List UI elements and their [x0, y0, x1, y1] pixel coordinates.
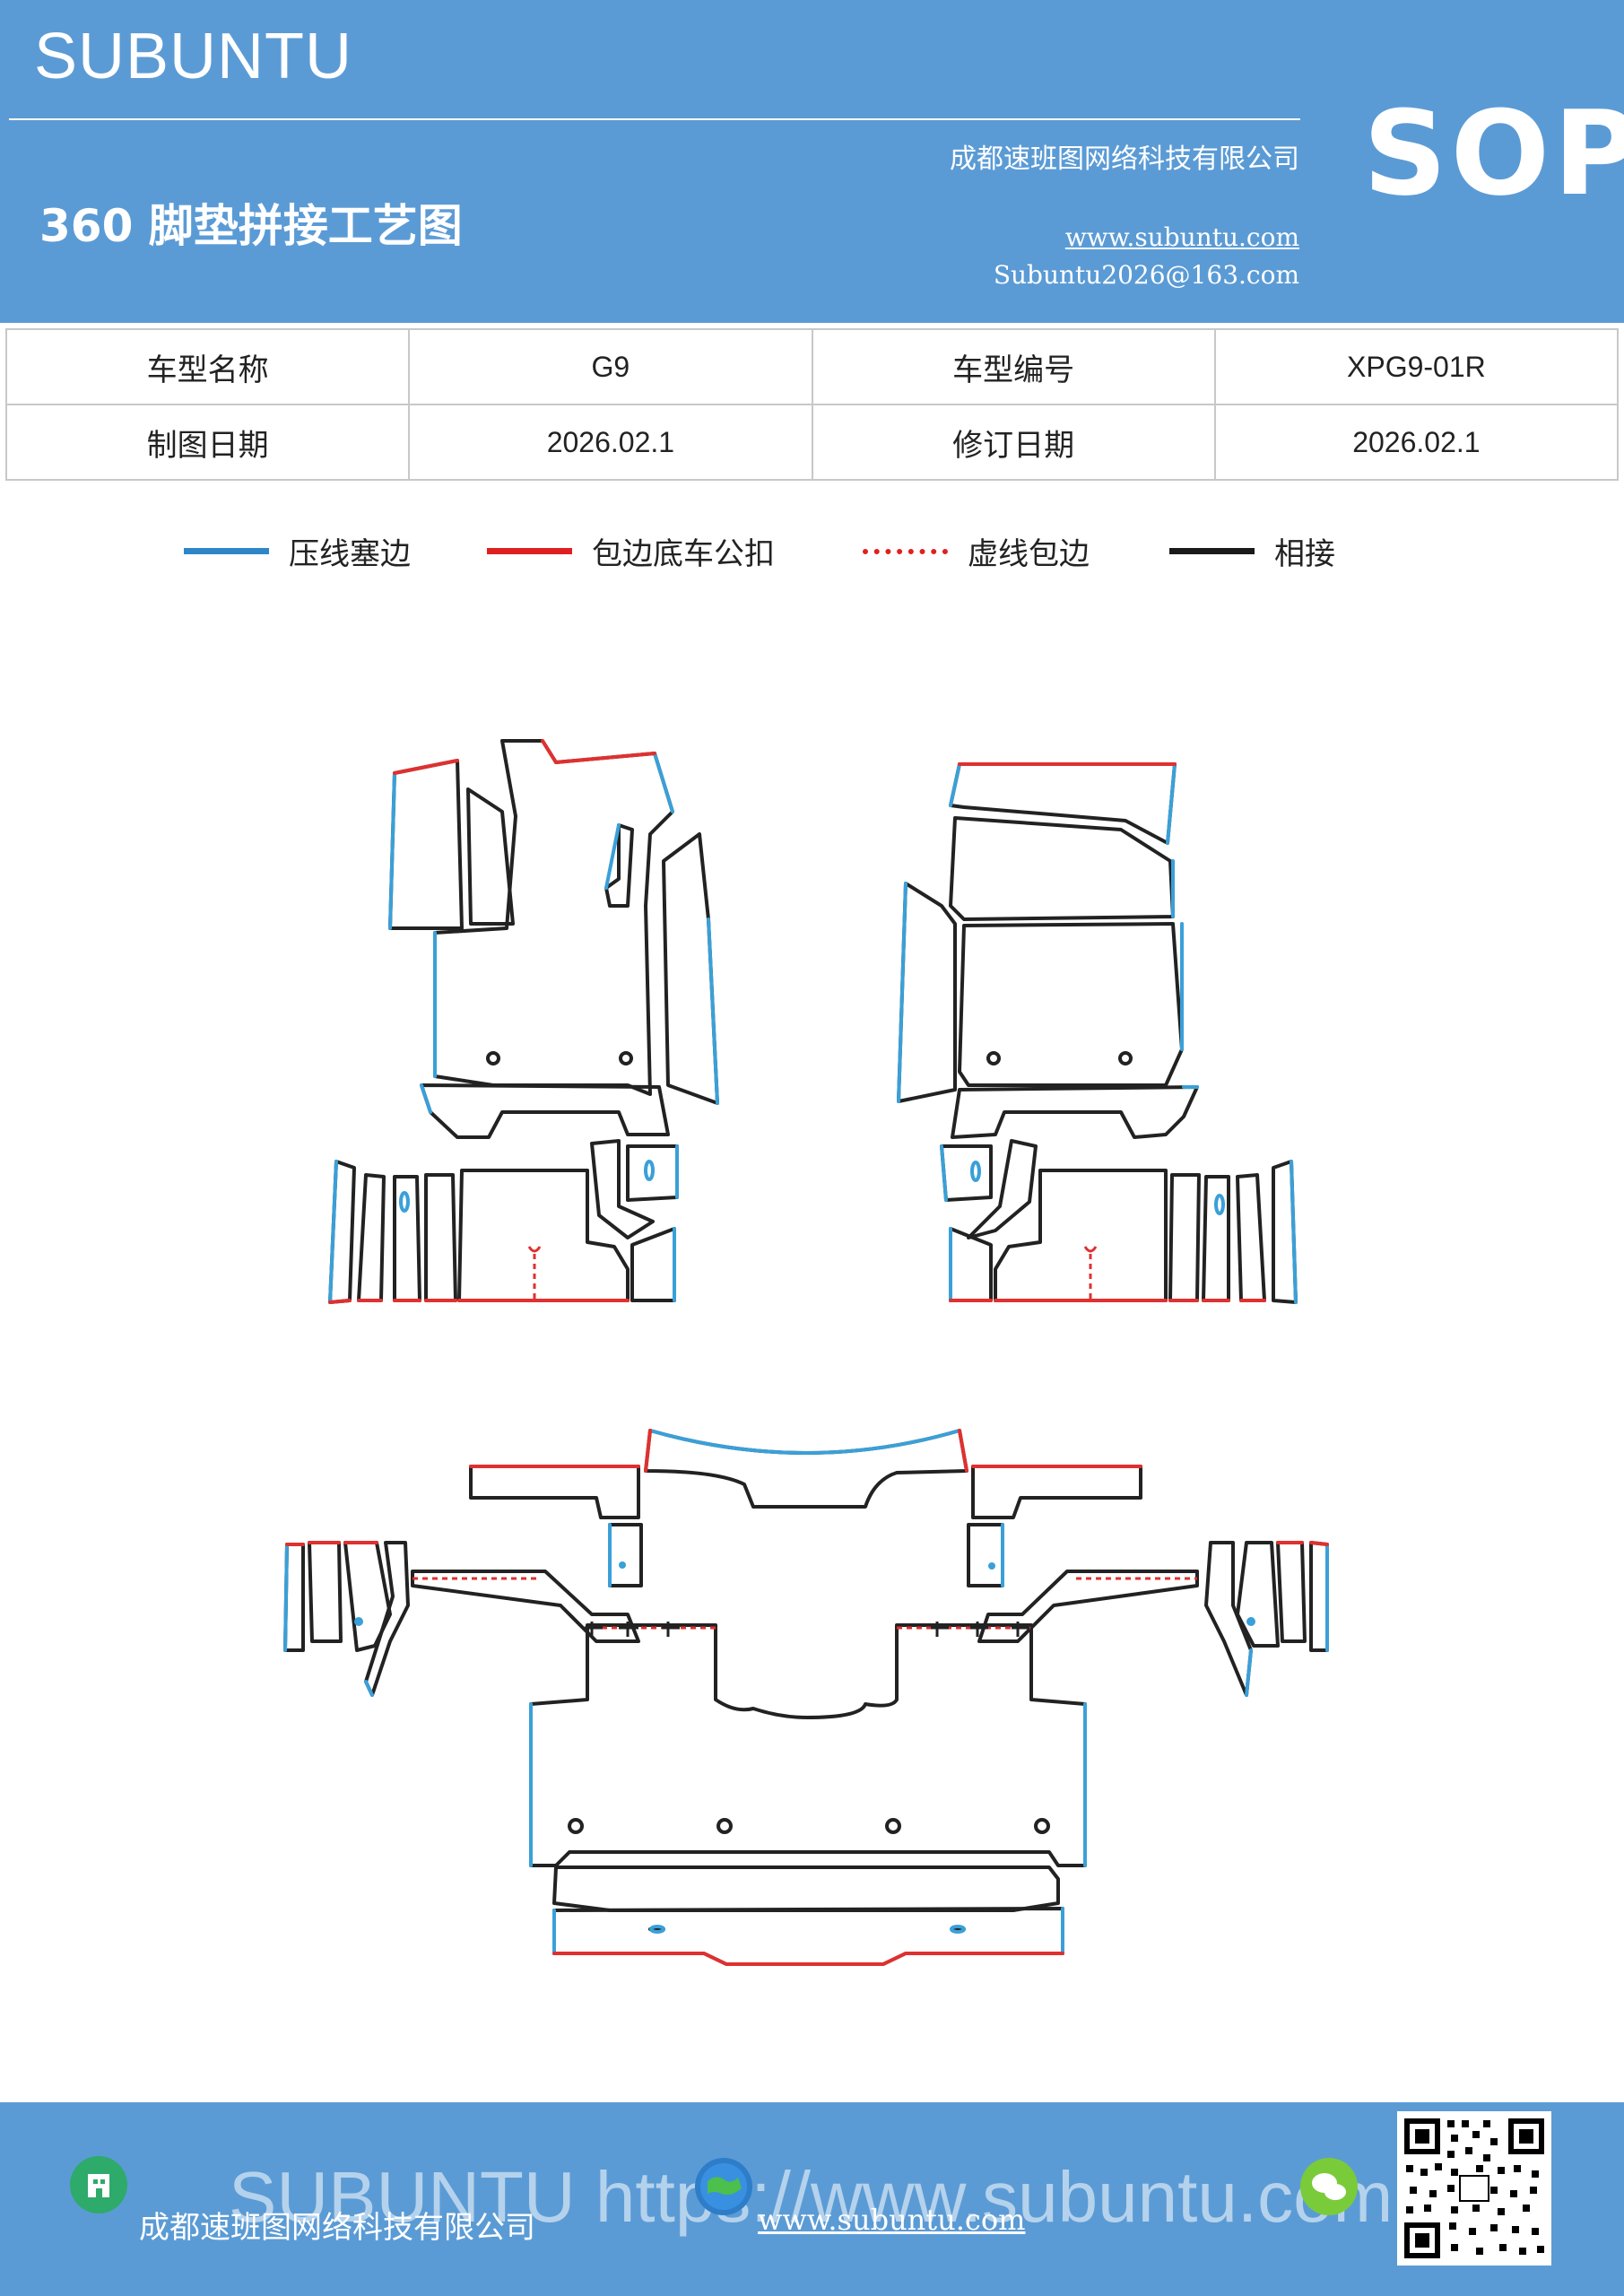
header-divider [9, 118, 1300, 120]
rear-right-strip-2 [1236, 1541, 1280, 1648]
middle-left-mat [328, 1139, 679, 1304]
rear-left-strip-3 [343, 1541, 392, 1652]
mat-clip-hole [1118, 1051, 1133, 1065]
globe-icon [695, 2158, 752, 2215]
front-left-heel-slot [604, 823, 634, 908]
legend-label: 相接 [1274, 536, 1335, 572]
mid-left-angled-piece [590, 1139, 655, 1239]
legend-swatch [487, 548, 572, 554]
rear-left-wing [469, 1465, 640, 1519]
front-left-side-piece [388, 759, 464, 930]
table-cell-label: 制图日期 [4, 404, 411, 481]
mat-clip-hole [486, 1051, 500, 1065]
legend-item: 压线塞边 [184, 529, 411, 573]
front-right-upper-piece [949, 816, 1175, 921]
legend-item: 相接 [1169, 529, 1335, 573]
front-right-top-piece [949, 762, 1177, 845]
table-cell-value: 2026.02.1 [408, 404, 813, 481]
dotted-edge-lines [413, 1254, 1197, 1630]
mid-left-strip-4 [424, 1173, 457, 1302]
table-row: 制图日期 2026.02.1 修订日期 2026.02.1 [4, 404, 1620, 481]
legend-item: 虚线包边 [863, 529, 1090, 573]
mat-clip-hole [619, 1051, 633, 1065]
mat-clip-hole [885, 1818, 901, 1834]
table-cell-label: 修订日期 [811, 404, 1216, 481]
mat-clip-hole [568, 1818, 584, 1834]
mid-right-angled-piece [967, 1139, 1038, 1239]
front-right-mat [897, 762, 1199, 1139]
rear-cargo-edge-piece [552, 1907, 1064, 1966]
middle-right-mat [940, 1139, 1298, 1304]
mid-left-strip-2 [357, 1173, 386, 1302]
sop-badge: SOP [1363, 85, 1624, 222]
legend-swatch [863, 548, 948, 554]
rear-right-strip-4 [1309, 1541, 1329, 1652]
company-name: 成都速班图网络科技有限公司 [950, 144, 1299, 175]
legend-label: 包边底车公扣 [592, 536, 775, 572]
mid-right-side-box [940, 1144, 993, 1202]
rear-right-tab [967, 1523, 1004, 1587]
rear-right-wing [971, 1465, 1142, 1519]
table-cell-value: 2026.02.1 [1213, 404, 1620, 481]
front-left-heel-base [420, 1083, 670, 1139]
mid-right-end-piece [949, 1227, 993, 1302]
front-right-side-piece [897, 882, 957, 1103]
mid-left-end-piece [630, 1227, 676, 1302]
mid-left-main-piece [457, 1169, 630, 1302]
legend-swatch [1169, 548, 1255, 554]
email-address: Subuntu2026@163.com [993, 260, 1299, 290]
mid-right-strip-3 [1236, 1173, 1266, 1302]
brand-logo-text: SUBUNTU [34, 21, 353, 92]
mid-right-strip-1 [1168, 1173, 1201, 1302]
legend-item: 包边底车公扣 [487, 529, 775, 573]
legend-swatch [184, 548, 269, 554]
rear-main-floor [529, 1623, 1087, 1867]
rear-left-sill [411, 1570, 640, 1643]
rear-right-strip-3 [1276, 1541, 1307, 1643]
page-title: 360 脚垫拼接工艺图 [39, 200, 463, 252]
footer-watermark: SUBUNTU https://www.subuntu.com [229, 2157, 1394, 2237]
vehicle-info-table: 车型名称 G9 车型编号 XPG9-01R 制图日期 2026.02.1 修订日… [4, 328, 1620, 481]
wechat-icon [1300, 2158, 1358, 2215]
blue-markers [354, 1561, 1255, 1626]
qr-code [1397, 2111, 1551, 2266]
front-right-main-piece [958, 922, 1184, 1087]
front-right-heel-base [951, 1085, 1199, 1139]
table-row: 车型名称 G9 车型编号 XPG9-01R [4, 328, 1620, 405]
footer-company-name: 成都速班图网络科技有限公司 [139, 2210, 535, 2246]
mid-right-main-piece [994, 1169, 1168, 1302]
bound-edge-lines [285, 739, 1329, 1966]
mid-right-strip-2 [1202, 1175, 1230, 1302]
front-left-wedge-piece [466, 787, 515, 926]
footer-banner: SUBUNTU https://www.subuntu.com 成都速班图网络科… [0, 2102, 1624, 2296]
rear-right-sill [977, 1570, 1199, 1643]
pressed-edge-lines [283, 752, 1329, 1955]
table-cell-value: XPG9-01R [1213, 328, 1620, 405]
line-legend: 压线塞边 包边底车公扣 虚线包边 相接 [0, 520, 1624, 574]
legend-label: 虚线包边 [968, 536, 1090, 572]
footer-website-link[interactable]: www.subuntu.com [758, 2203, 1026, 2237]
rear-seat-base-strip [552, 1866, 1060, 1912]
mat-clip-hole [1034, 1818, 1050, 1834]
header-banner: SUBUNTU 成都速班图网络科技有限公司 360 脚垫拼接工艺图 www.su… [0, 0, 1624, 323]
mat-clip-hole [986, 1051, 1001, 1065]
building-icon [70, 2156, 127, 2213]
table-cell-label: 车型名称 [4, 328, 411, 405]
rear-mat-assembly [283, 1429, 1329, 1966]
dotted-edge-markers [527, 1246, 1098, 1253]
website-link[interactable]: www.subuntu.com [1064, 222, 1299, 252]
table-cell-label: 车型编号 [811, 328, 1216, 405]
rear-left-strip-2 [308, 1541, 343, 1643]
legend-label: 压线塞边 [289, 536, 411, 572]
clip-marks [585, 1622, 1029, 1637]
rear-left-tab [608, 1523, 643, 1587]
floor-mat-splice-diagram [283, 739, 1329, 1966]
rear-left-strip-4 [364, 1541, 410, 1697]
mat-clip-hole [716, 1818, 733, 1834]
table-cell-value: G9 [408, 328, 813, 405]
